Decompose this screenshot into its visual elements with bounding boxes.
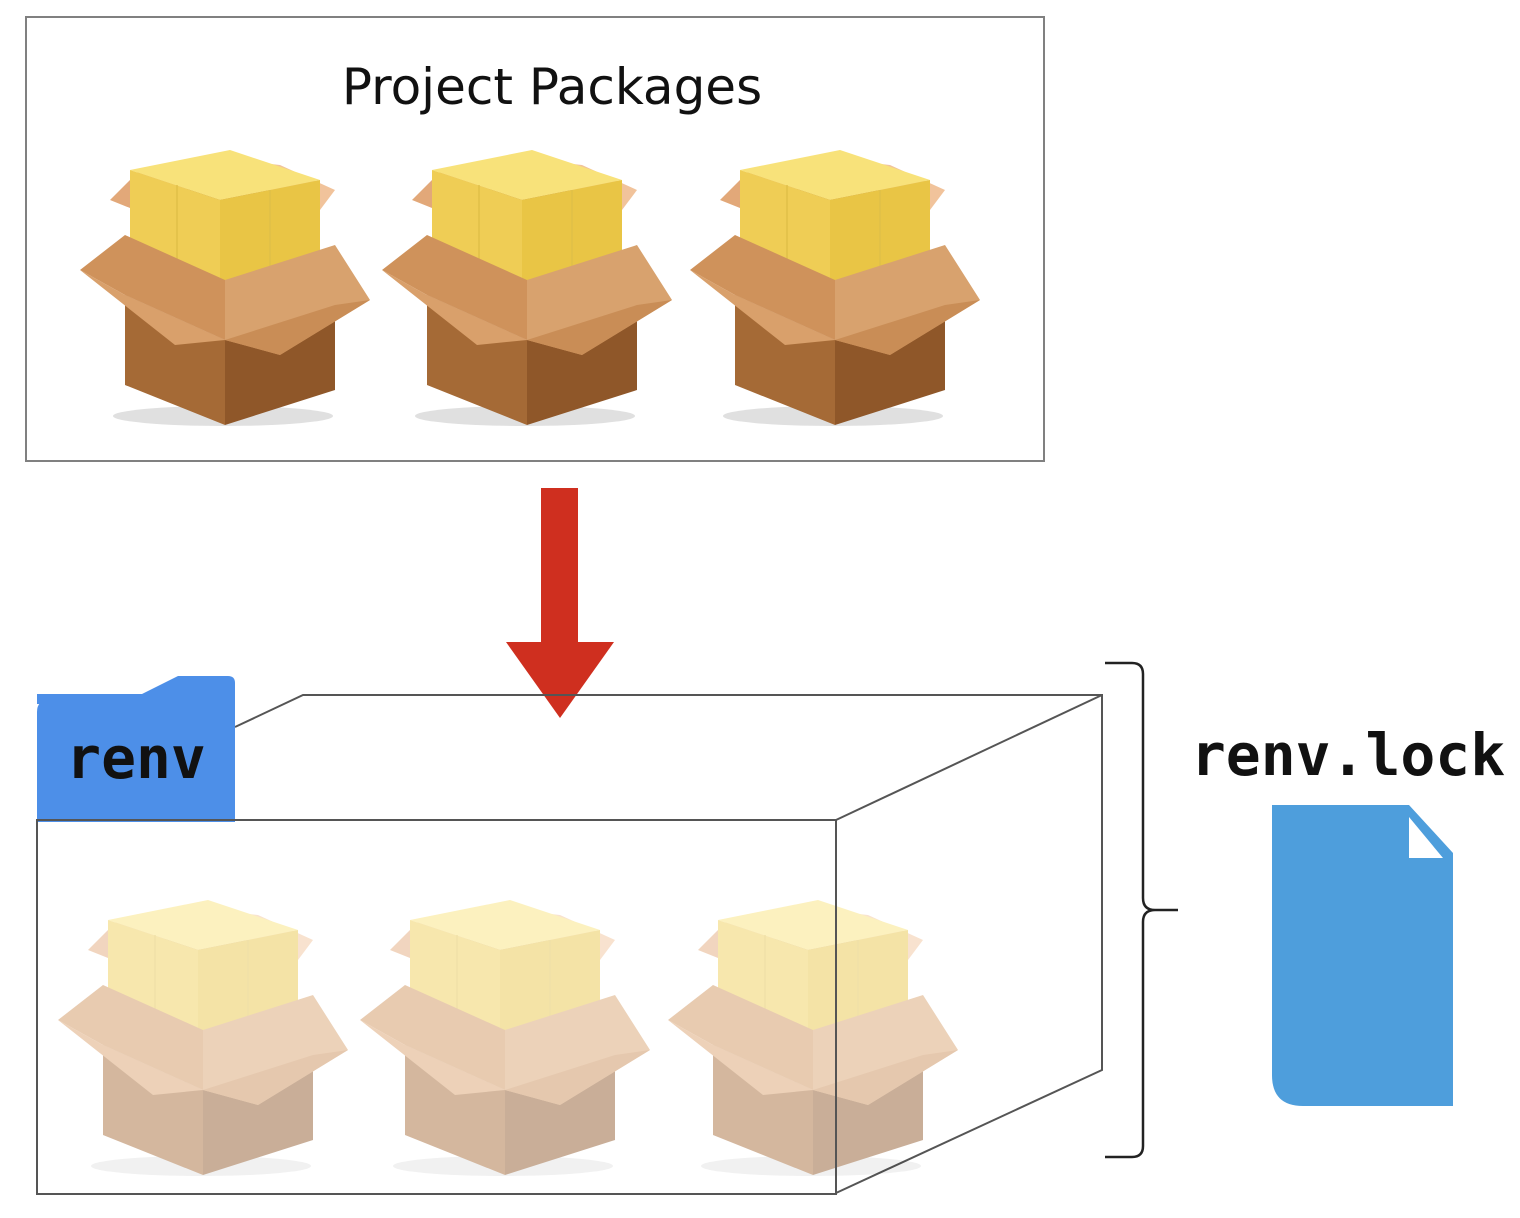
project-packages-box: Project Packages xyxy=(25,16,1045,462)
project-packages-title: Project Packages xyxy=(342,58,762,116)
folder-box-edge xyxy=(835,694,1103,821)
document-file-icon xyxy=(1272,805,1453,1106)
curly-brace-icon xyxy=(1105,661,1178,1159)
arrow-down-icon xyxy=(506,488,614,718)
package-box-icon xyxy=(667,899,959,1177)
renv-folder-label: renv xyxy=(66,724,206,792)
folder-box-outline xyxy=(234,694,1103,1194)
lockfile: renv.lock xyxy=(1191,721,1505,1106)
folder-tab xyxy=(37,676,235,822)
package-box-icon xyxy=(359,899,651,1177)
lockfile-label: renv.lock xyxy=(1191,721,1505,789)
renv-library-folder: renv xyxy=(36,676,1103,1195)
library-packages xyxy=(57,899,959,1177)
package-box-icon xyxy=(57,899,349,1177)
folder-front-face xyxy=(36,819,837,1195)
